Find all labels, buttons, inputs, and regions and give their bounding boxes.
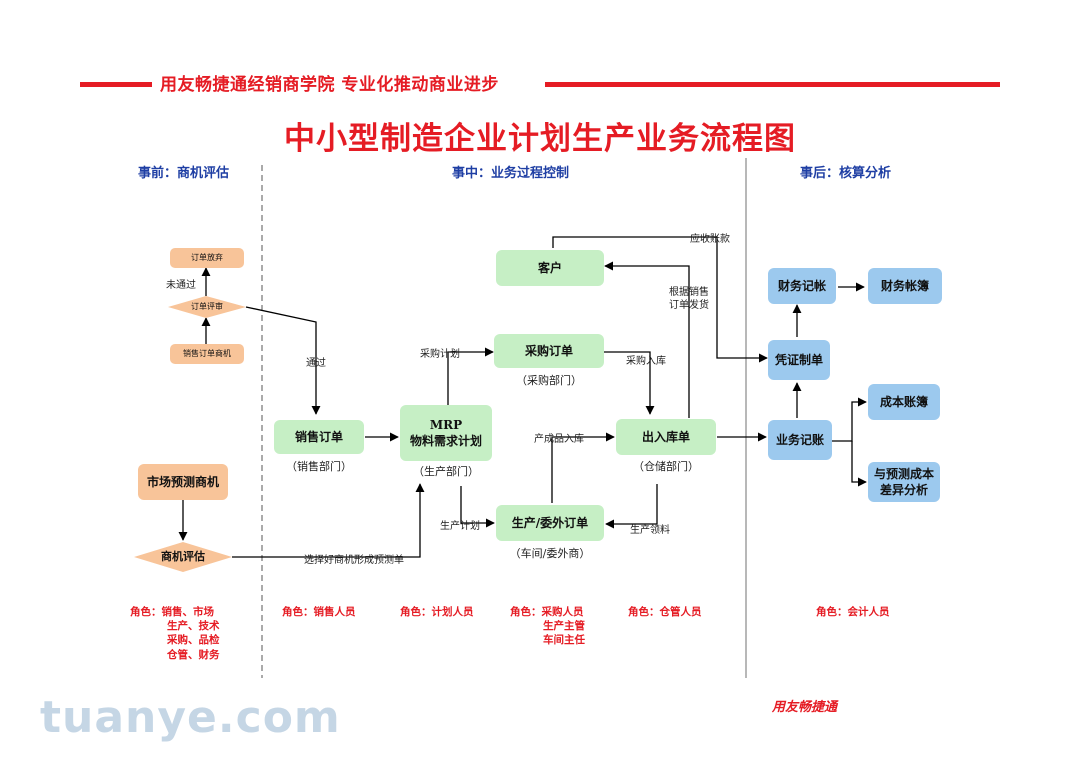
edge-label-production-plan: 生产计划: [440, 521, 480, 532]
sales-order-node: 销售订单: [274, 420, 364, 454]
voucher-node: 凭证制单: [768, 340, 830, 380]
mrp-label-line2: 物料需求计划: [409, 434, 482, 448]
order-review-diamond: [168, 296, 246, 318]
cost-variance-label-line2: 差异分析: [879, 483, 928, 497]
customer-label: 客户: [537, 260, 562, 275]
opportunity-eval-node: 商机评估: [134, 547, 232, 567]
edge-label-purchase-stock-in: 采购入库: [626, 356, 666, 367]
mrp-node: MRP 物料需求计划: [400, 405, 492, 461]
production-order-dept: （车间/委外商）: [509, 547, 591, 560]
order-abandon-label: 订单放弃: [191, 252, 223, 262]
sales-order-dept: （销售部门）: [286, 460, 352, 473]
edge-label-ship-by-sales-1: 根据销售: [669, 287, 709, 298]
finance-posting-node: 财务记帐: [768, 268, 836, 304]
cost-variance-label-line1: 与预测成本: [873, 466, 934, 481]
edge-label-not-passed: 未通过: [166, 280, 196, 291]
cost-ledger-node: 成本账簿: [868, 384, 940, 420]
diagram-title: 中小型制造企业计划生产业务流程图: [284, 121, 796, 157]
role-purchase-line1: 角色：采购人员: [510, 606, 584, 618]
edge-label-finished-goods-in: 产成品入库: [534, 434, 584, 445]
role-evaluation-line1: 角色：销售、市场: [130, 606, 214, 618]
edge-label-production-pick: 生产领料: [630, 525, 670, 536]
role-purchase-line2: 生产主管: [543, 620, 585, 633]
cost-variance-node: 与预测成本 差异分析: [868, 462, 940, 502]
edge-label-passed: 通过: [306, 358, 326, 369]
role-purchase: 角色：采购人员 生产主管 车间主任: [510, 605, 585, 648]
stock-in-out-node: 出入库单: [616, 419, 716, 455]
role-sales: 角色：销售人员: [282, 606, 356, 618]
order-review-label: 订单评审: [191, 301, 223, 311]
production-order-label: 生产/委外订单: [511, 515, 589, 530]
sales-order-label: 销售订单: [294, 429, 343, 444]
market-forecast-label: 市场预测商机: [146, 474, 219, 489]
brand-logo: 用友畅捷通: [772, 700, 838, 715]
header-rule-left: [80, 82, 152, 87]
role-accounting: 角色：会计人员: [816, 606, 890, 618]
purchase-order-node: 采购订单: [494, 334, 604, 368]
role-warehouse: 角色：仓管人员: [628, 606, 702, 618]
edge-label-ship-by-sales-2: 订单发货: [669, 300, 709, 311]
cost-ledger-label: 成本账簿: [879, 394, 928, 409]
role-evaluation-line4: 仓管、财务: [167, 648, 220, 661]
mrp-dept: （生产部门）: [413, 465, 479, 478]
role-planning: 角色：计划人员: [400, 606, 474, 618]
role-evaluation-line2: 生产、技术: [167, 620, 220, 633]
production-order-node: 生产/委外订单: [496, 505, 604, 541]
finance-ledger-node: 财务帐簿: [868, 268, 942, 304]
phase-after-heading: 事后：核算分析: [800, 166, 892, 181]
opportunity-eval-label: 商机评估: [161, 549, 205, 563]
voucher-label: 凭证制单: [774, 352, 823, 367]
stock-in-out-dept: （仓储部门）: [633, 460, 699, 473]
order-abandon-node: 订单放弃: [170, 248, 244, 268]
finance-ledger-label: 财务帐簿: [880, 278, 929, 293]
sales-order-opportunity-node: 销售订单商机: [170, 344, 244, 364]
purchase-order-dept: （采购部门）: [516, 374, 582, 387]
order-review-node: 订单评审: [168, 297, 246, 317]
purchase-order-label: 采购订单: [524, 343, 573, 358]
opportunity-eval-diamond: [134, 542, 232, 572]
role-evaluation-line3: 采购、品检: [167, 634, 220, 647]
role-evaluation: 角色：销售、市场 生产、技术 采购、品检 仓管、财务: [130, 605, 220, 662]
market-forecast-node: 市场预测商机: [138, 464, 228, 500]
banner-text: 用友畅捷通经销商学院 专业化推动商业进步: [160, 75, 499, 95]
edge-label-receivables: 应收账款: [690, 234, 730, 245]
edge-label-select-opportunity: 选择好商机形成预测单: [304, 555, 404, 566]
phase-before-heading: 事前：商机评估: [138, 166, 230, 181]
header-rule-right: [545, 82, 1000, 87]
finance-posting-label: 财务记帐: [777, 278, 826, 293]
edge-label-purchase-plan: 采购计划: [420, 349, 460, 360]
watermark: tuanye.com: [40, 692, 341, 743]
sales-order-opportunity-label: 销售订单商机: [183, 348, 231, 358]
business-posting-node: 业务记账: [768, 420, 832, 460]
business-posting-label: 业务记账: [775, 432, 824, 447]
mrp-label-line1: MRP: [429, 417, 463, 432]
customer-node: 客户: [496, 250, 604, 286]
phase-during-heading: 事中：业务过程控制: [452, 166, 570, 181]
stock-in-out-label: 出入库单: [641, 429, 690, 444]
role-purchase-line3: 车间主任: [543, 634, 585, 647]
